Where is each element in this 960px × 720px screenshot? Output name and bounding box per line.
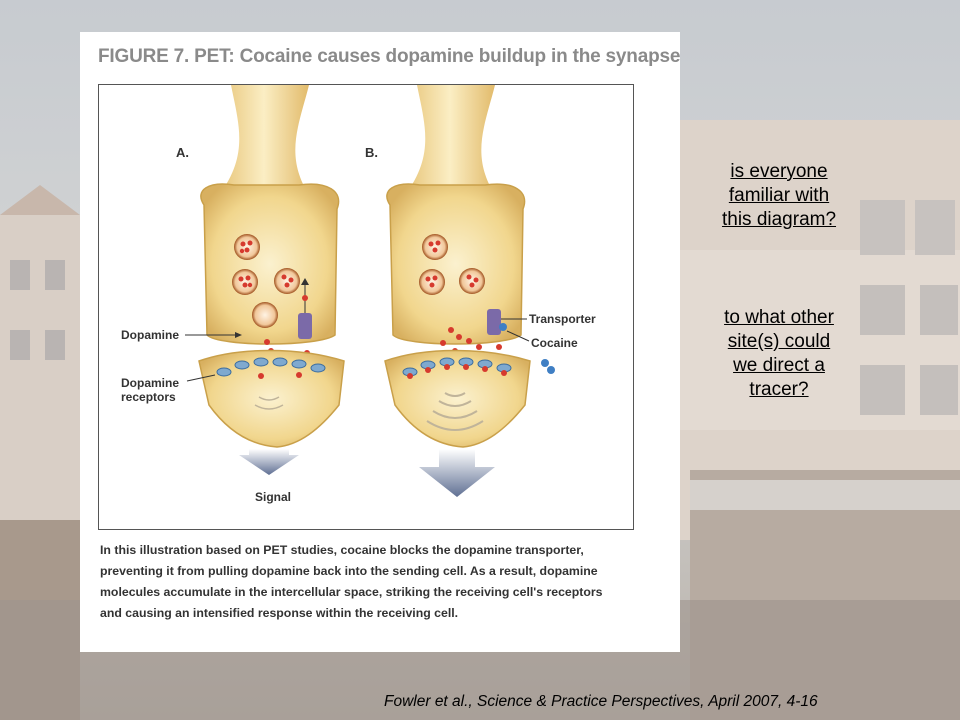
question-line: tracer? <box>749 379 809 400</box>
figure-panel: FIGURE 7. PET: Cocaine causes dopamine b… <box>80 32 680 652</box>
question-line: this diagram? <box>721 209 837 230</box>
vesicle <box>252 302 278 328</box>
question-line: to what other <box>724 307 834 328</box>
vesicle <box>422 234 448 260</box>
panel-b-label: B. <box>365 145 378 160</box>
caption-line: and causing an intensified response with… <box>100 606 459 620</box>
transporter-label: Transporter <box>529 312 596 326</box>
dopamine-label: Dopamine <box>121 328 179 342</box>
presynaptic-axon-b <box>405 85 495 195</box>
postsynaptic-cell-a <box>198 349 345 448</box>
synapse-diagram: A. Dopamine Dopamine receptors Signal <box>98 84 634 530</box>
question-tracer-link[interactable]: to what other site(s) could we direct a … <box>694 306 864 402</box>
signal-arrow-b <box>419 449 495 497</box>
presynaptic-axon-a <box>219 85 309 195</box>
question-line: is everyone <box>730 161 828 182</box>
panel-a-label: A. <box>176 145 189 160</box>
receptors-a <box>216 357 326 377</box>
caption-line: molecules accumulate in the intercellula… <box>100 585 603 599</box>
cocaine-label: Cocaine <box>531 336 578 350</box>
presynaptic-terminal-a <box>200 183 340 345</box>
postsynaptic-cell-b <box>384 349 531 448</box>
dopamine-receptors-label-line1: Dopamine <box>121 376 179 390</box>
signal-arrow-a <box>239 449 299 475</box>
vesicle <box>459 268 485 294</box>
vesicle <box>232 269 258 295</box>
question-line: we direct a <box>733 355 825 376</box>
figure-title: FIGURE 7. PET: Cocaine causes dopamine b… <box>98 46 681 67</box>
cocaine-molecules-b <box>541 359 555 374</box>
signal-waves-b <box>426 392 484 431</box>
cocaine-molecule <box>499 323 507 331</box>
transporter-a <box>298 313 312 339</box>
caption-line: In this illustration based on PET studie… <box>100 543 584 557</box>
panel-a: A. Dopamine Dopamine receptors Signal <box>121 85 345 504</box>
vesicle <box>419 269 445 295</box>
dopamine-receptors-label-line2: receptors <box>121 390 176 404</box>
dopamine-in-vesicles-a <box>238 240 294 288</box>
figure-caption: In this illustration based on PET studie… <box>100 540 660 624</box>
citation: Fowler et al., Science & Practice Perspe… <box>384 693 818 710</box>
vesicle <box>234 234 260 260</box>
question-line: site(s) could <box>727 331 831 352</box>
signal-label: Signal <box>255 490 291 504</box>
presynaptic-terminal-b <box>386 183 526 345</box>
caption-line: preventing it from pulling dopamine back… <box>100 564 598 578</box>
transporter-b <box>487 309 501 335</box>
question-line: familiar with <box>728 185 830 206</box>
dopamine-in-vesicles-b <box>425 240 479 288</box>
synapse-illustration: A. Dopamine Dopamine receptors Signal <box>121 85 596 504</box>
signal-waves-a <box>254 396 284 410</box>
vesicle <box>274 268 300 294</box>
panel-b: B. Transporter Cocaine <box>365 85 596 497</box>
question-familiar-link[interactable]: is everyone familiar with this diagram? <box>694 160 864 232</box>
